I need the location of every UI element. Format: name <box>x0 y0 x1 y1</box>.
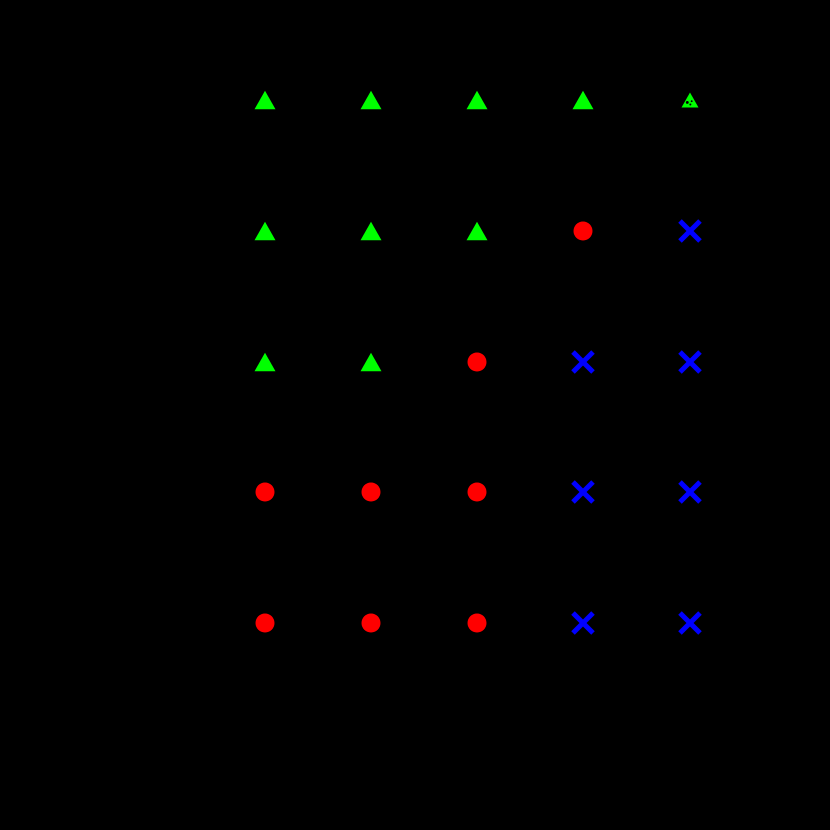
marker-triangle <box>461 84 494 117</box>
marker-cross <box>674 215 706 247</box>
marker-triangle <box>249 84 282 117</box>
marker-triangle <box>355 84 388 117</box>
marker-cross <box>567 476 599 508</box>
marker-cross <box>567 607 599 639</box>
marker-triangle <box>461 215 494 248</box>
marker-circle <box>568 216 599 247</box>
marker-circle <box>356 608 387 639</box>
marker-circle <box>462 608 493 639</box>
marker-cross <box>567 346 599 378</box>
marker-triangle <box>355 215 388 248</box>
marker-triangle <box>355 346 388 379</box>
marker-circle <box>356 477 387 508</box>
marker-cross <box>674 346 706 378</box>
marker-triangle <box>249 346 282 379</box>
marker-circle <box>250 477 281 508</box>
marker-triangle <box>567 84 600 117</box>
marker-circle <box>462 347 493 378</box>
marker-circle <box>250 608 281 639</box>
marker-triangle <box>676 86 705 115</box>
marker-cross <box>674 476 706 508</box>
marker-circle <box>462 477 493 508</box>
marker-triangle <box>249 215 282 248</box>
marker-cross <box>674 607 706 639</box>
